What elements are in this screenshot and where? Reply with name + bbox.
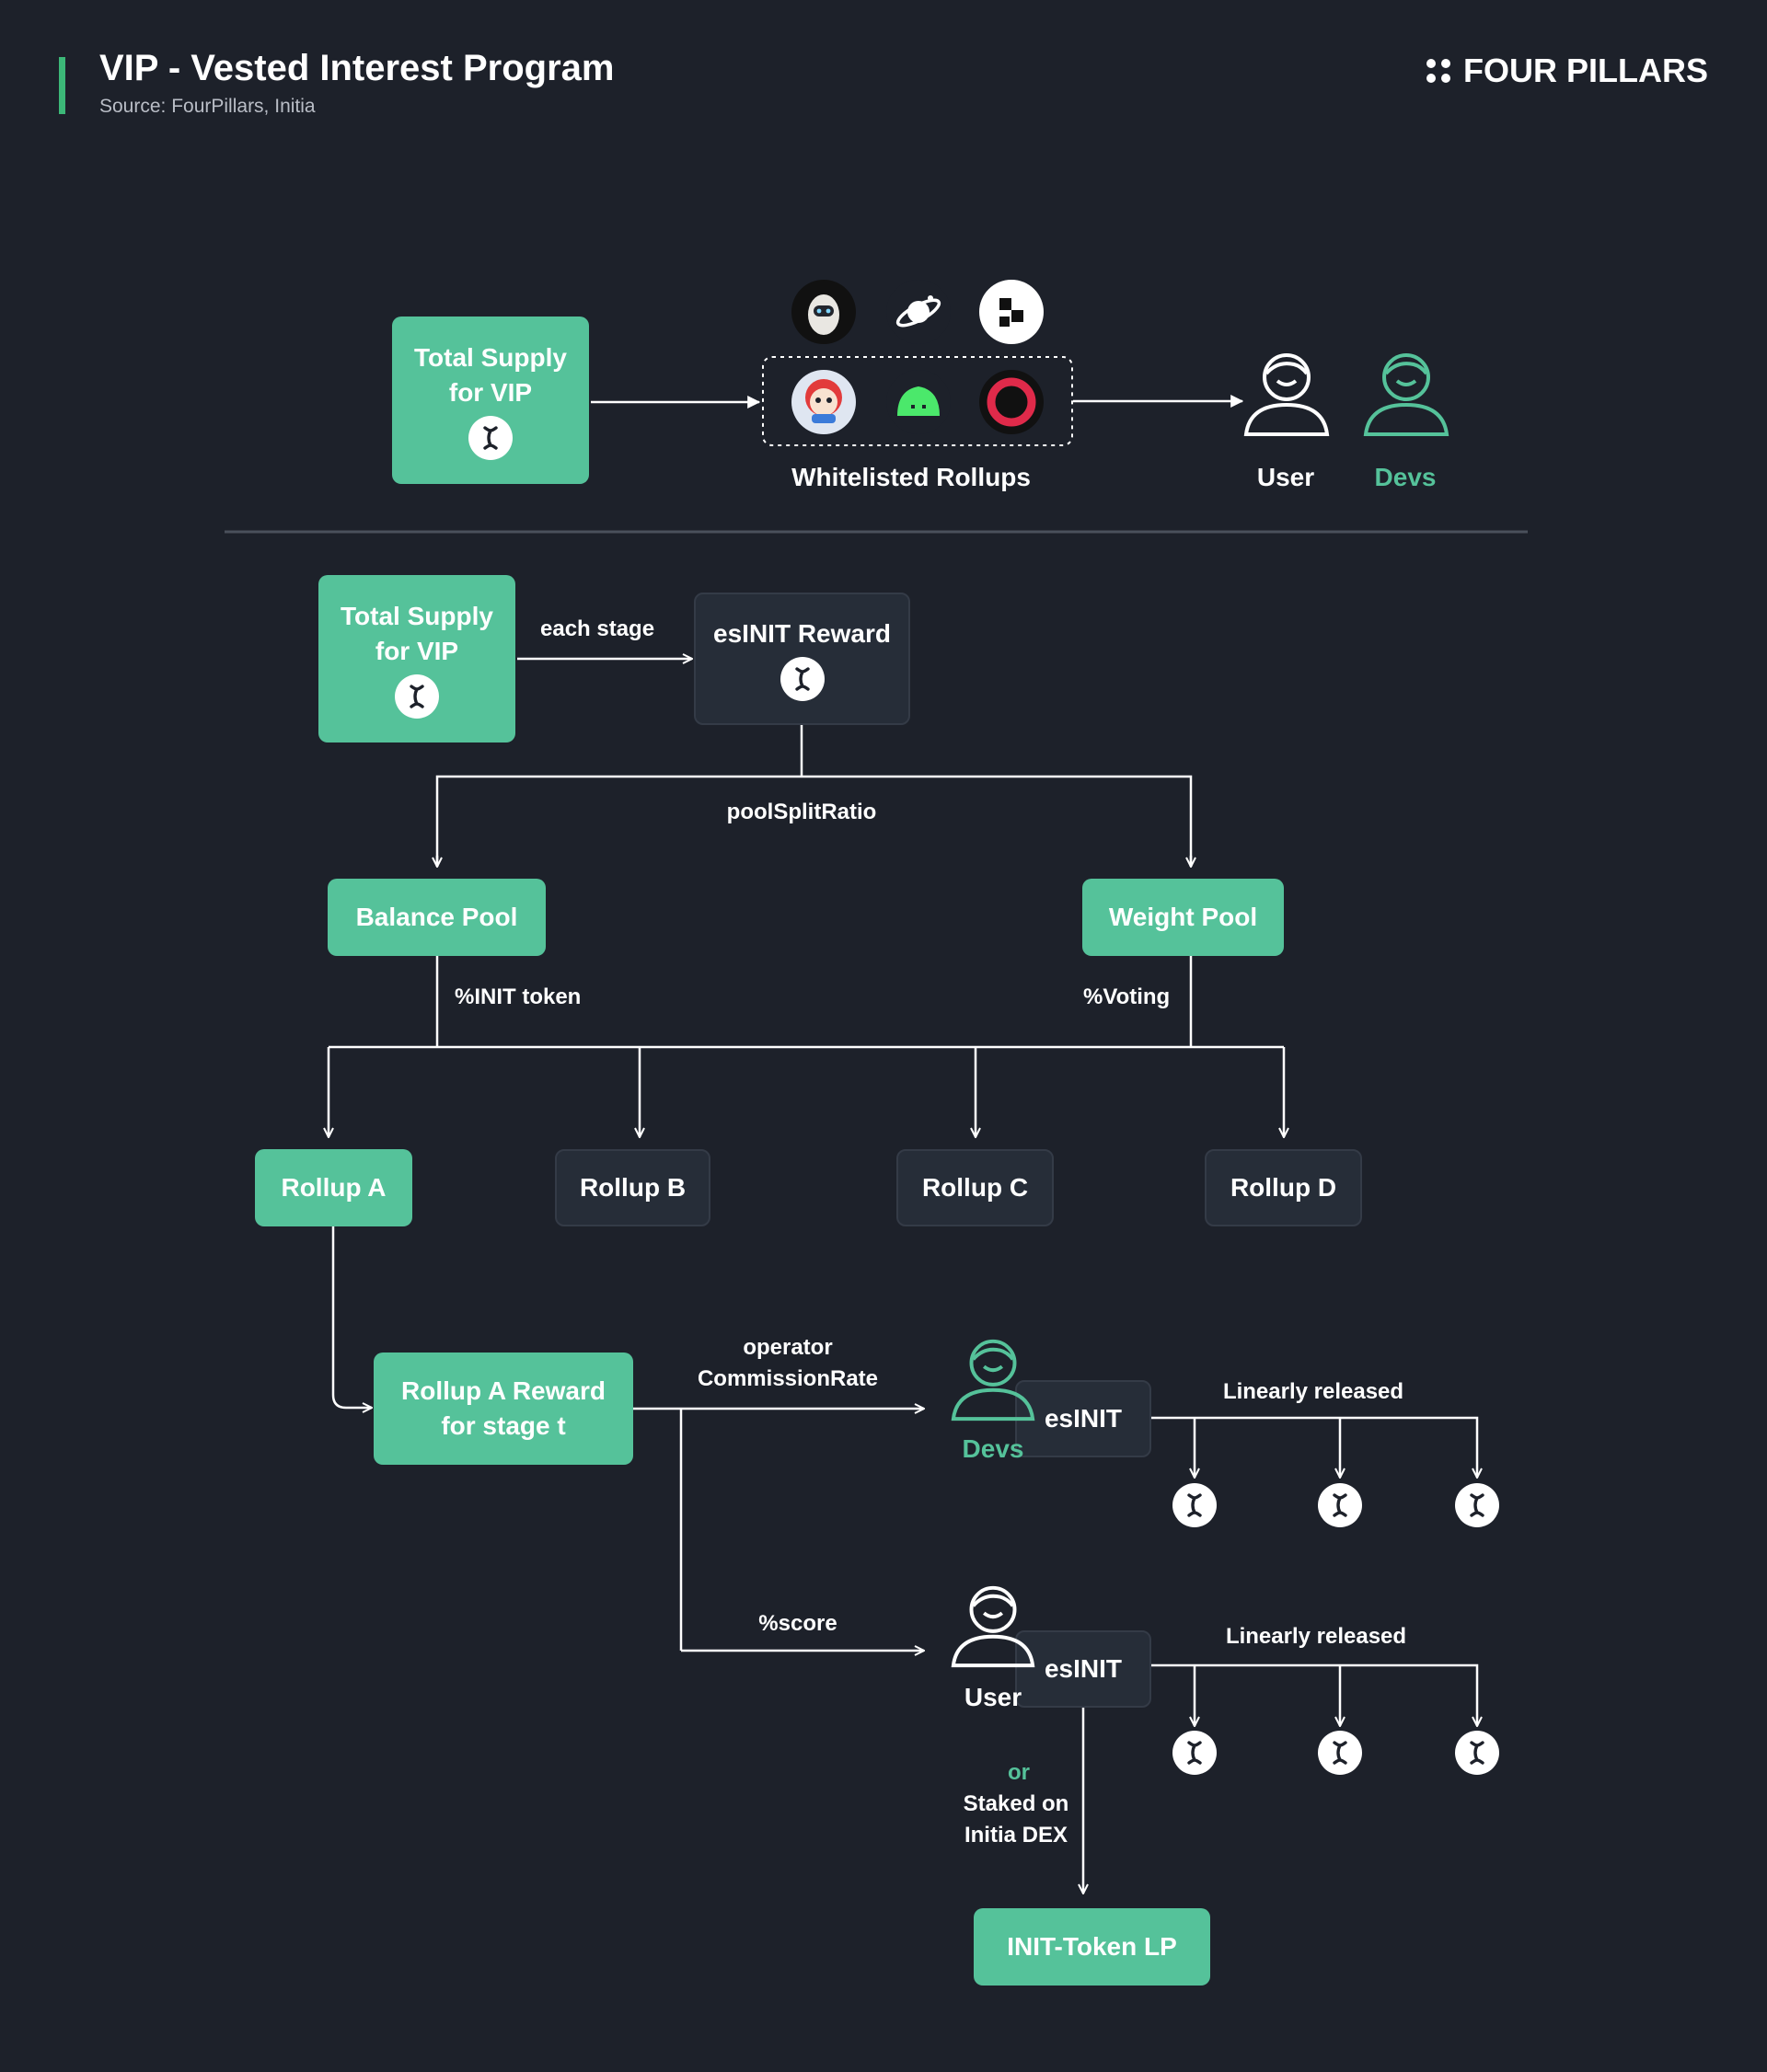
pool-split-label: poolSplitRatio — [726, 800, 877, 824]
esinit-reward-label: esINIT Reward — [713, 619, 891, 648]
top-supply-label: Total Supply for VIP — [414, 343, 567, 407]
devs-label: Devs — [962, 1434, 1024, 1463]
rollup-d-box: Rollup D — [1205, 1149, 1362, 1226]
init-token-pct-label: %INIT token — [455, 984, 582, 1009]
user-esinit-box: esINIT — [1015, 1630, 1151, 1708]
init-token-icon — [1455, 1483, 1499, 1527]
devs-esinit-label: esINIT — [1044, 1404, 1123, 1433]
slime-logo-icon — [886, 370, 951, 434]
init-token-icon — [1455, 1731, 1499, 1775]
balance-pool-box: Balance Pool — [328, 879, 546, 956]
devs-linear-label: Linearly released — [1222, 1379, 1404, 1404]
balance-pool-label: Balance Pool — [355, 903, 518, 931]
page-title: VIP - Vested Interest Program — [99, 48, 615, 88]
score-pct-label: %score — [758, 1611, 837, 1636]
user-icon — [951, 1585, 1035, 1668]
brand-name: FOUR PILLARS — [1463, 52, 1708, 89]
rollup-reward-label: Rollup A Reward for stage t — [401, 1376, 606, 1440]
rollup-c-box: Rollup C — [896, 1149, 1054, 1226]
four-dots-icon — [1426, 59, 1450, 83]
top-devs-label: Devs — [1374, 463, 1437, 491]
init-token-icon — [780, 657, 825, 701]
user-label: User — [964, 1683, 1022, 1711]
rollup-b-label: Rollup B — [579, 1173, 687, 1202]
top-supply-box: Total Supply for VIP — [392, 317, 589, 484]
devs-icon — [1363, 353, 1449, 436]
init-token-icon — [1318, 1731, 1362, 1775]
operator-commission-label: operator CommissionRate — [697, 1335, 879, 1391]
rollup-d-label: Rollup D — [1230, 1173, 1337, 1202]
rollup-c-label: Rollup C — [921, 1173, 1029, 1202]
source-note: Source: FourPillars, Initia — [99, 96, 316, 117]
user-esinit-label: esINIT — [1044, 1654, 1123, 1683]
user-icon — [1243, 353, 1330, 436]
init-token-icon — [1172, 1483, 1217, 1527]
weight-pool-label: Weight Pool — [1108, 903, 1258, 931]
lp-box: INIT-Token LP — [974, 1908, 1210, 1986]
staked-label: Staked on Initia DEX — [963, 1791, 1069, 1848]
devs-esinit-box: esINIT — [1015, 1380, 1151, 1457]
user-linear-label: Linearly released — [1225, 1624, 1407, 1649]
rollup-a-label: Rollup A — [281, 1173, 387, 1202]
astronaut-logo-icon — [791, 370, 856, 434]
red-ring-logo-icon — [979, 370, 1044, 434]
devs-icon — [951, 1339, 1035, 1422]
init-token-icon — [1172, 1731, 1217, 1775]
robot-logo-icon — [791, 280, 856, 344]
lp-label: INIT-Token LP — [1007, 1932, 1177, 1961]
rollup-b-box: Rollup B — [555, 1149, 710, 1226]
init-token-icon — [1318, 1483, 1362, 1527]
voting-pct-label: %Voting — [1083, 984, 1171, 1009]
planet-logo-icon — [886, 280, 951, 344]
rollup-reward-box: Rollup A Reward for stage t — [374, 1353, 633, 1465]
each-stage-label: each stage — [540, 616, 655, 641]
supply-label: Total Supply for VIP — [341, 602, 493, 665]
whitelisted-rollups-label: Whitelisted Rollups — [791, 463, 1031, 491]
or-label: or — [1008, 1760, 1030, 1785]
init-token-icon — [395, 674, 439, 719]
brand-logo: FOUR PILLARS — [1426, 52, 1708, 90]
top-user-label: User — [1256, 463, 1315, 491]
block-logo-icon — [979, 280, 1044, 344]
supply-box: Total Supply for VIP — [318, 575, 515, 742]
esinit-reward-box: esINIT Reward — [694, 593, 910, 725]
rollup-a-box: Rollup A — [255, 1149, 412, 1226]
weight-pool-box: Weight Pool — [1082, 879, 1284, 956]
init-token-icon — [468, 416, 513, 460]
title-accent-bar — [59, 57, 65, 114]
